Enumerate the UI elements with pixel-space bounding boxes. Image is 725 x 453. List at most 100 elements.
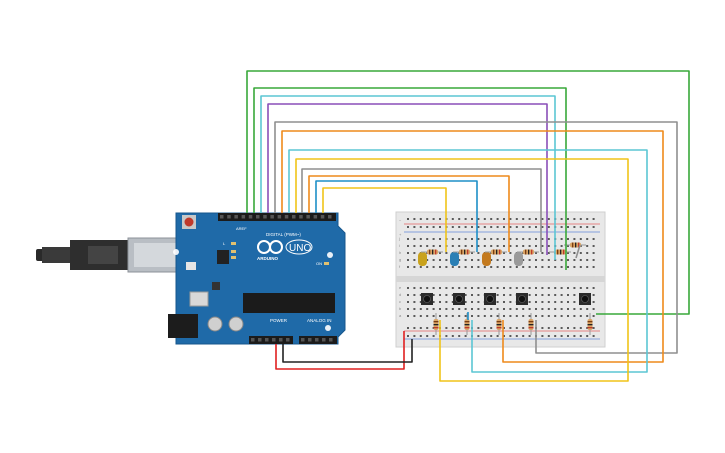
push-button[interactable] bbox=[421, 293, 433, 305]
led-l-label: L bbox=[223, 241, 226, 246]
breadboard-hole bbox=[458, 315, 461, 317]
breadboard-hole bbox=[477, 294, 480, 296]
breadboard-hole bbox=[560, 266, 563, 268]
breadboard-hole bbox=[560, 238, 563, 240]
header-pin bbox=[227, 215, 231, 219]
breadboard-hole bbox=[413, 315, 416, 317]
row-letter: i bbox=[399, 243, 400, 248]
breadboard-hole bbox=[451, 308, 454, 310]
breadboard-hole bbox=[586, 287, 589, 289]
breadboard-hole bbox=[496, 245, 499, 247]
resistor bbox=[485, 249, 507, 255]
breadboard-hole bbox=[541, 315, 544, 317]
breadboard-hole bbox=[439, 259, 441, 261]
push-button[interactable] bbox=[484, 293, 496, 305]
breadboard-hole bbox=[445, 259, 448, 261]
header-pin bbox=[234, 215, 238, 219]
breadboard-hole bbox=[567, 294, 569, 296]
arduino-uno-board: AREF DIGITAL (PWM~) UNO ARDUINO L TX RX … bbox=[168, 212, 346, 345]
breadboard-hole bbox=[522, 327, 525, 329]
breadboard-hole bbox=[496, 266, 499, 268]
wire-orange-outer bbox=[281, 130, 664, 363]
breadboard-hole bbox=[567, 308, 569, 310]
push-button[interactable] bbox=[516, 293, 528, 305]
breadboard-hole bbox=[432, 259, 435, 261]
header-pin bbox=[328, 215, 332, 219]
row-letter: e bbox=[399, 285, 402, 290]
breadboard-hole bbox=[535, 259, 537, 261]
breadboard-hole bbox=[413, 226, 416, 228]
breadboard-hole bbox=[515, 315, 518, 317]
breadboard-hole bbox=[419, 266, 422, 268]
breadboard-hole bbox=[528, 315, 531, 317]
breadboard-hole bbox=[503, 301, 505, 303]
row-letter: d bbox=[399, 292, 401, 297]
breadboard-hole bbox=[567, 335, 569, 337]
breadboard-hole bbox=[573, 238, 576, 240]
breadboard-hole bbox=[547, 252, 550, 254]
breadboard-hole bbox=[458, 335, 461, 337]
header-pin bbox=[322, 338, 326, 342]
breadboard-hole bbox=[496, 259, 499, 261]
breadboard-hole bbox=[445, 252, 448, 254]
breadboard-hole bbox=[573, 259, 576, 261]
breadboard-hole bbox=[464, 259, 467, 261]
breadboard-hole bbox=[477, 287, 480, 289]
breadboard-hole bbox=[439, 308, 441, 310]
breadboard-hole bbox=[432, 315, 435, 317]
breadboard-hole bbox=[522, 226, 525, 228]
breadboard-hole bbox=[567, 315, 569, 317]
breadboard-hole bbox=[573, 335, 576, 337]
breadboard-hole bbox=[471, 218, 473, 220]
breadboard-hole bbox=[547, 226, 550, 228]
header-pin bbox=[256, 215, 260, 219]
breadboard-hole bbox=[528, 218, 531, 220]
breadboard-hole bbox=[496, 315, 499, 317]
breadboard-hole bbox=[483, 327, 486, 329]
header-pin bbox=[272, 338, 276, 342]
breadboard-hole bbox=[535, 315, 537, 317]
breadboard-hole bbox=[464, 287, 467, 289]
push-button[interactable] bbox=[579, 293, 591, 305]
breadboard-hole bbox=[567, 252, 569, 254]
breadboard-hole bbox=[515, 218, 518, 220]
breadboard-hole bbox=[464, 308, 467, 310]
breadboard-hole bbox=[426, 245, 429, 247]
breadboard-hole bbox=[515, 226, 518, 228]
resistor bbox=[528, 313, 534, 335]
breadboard-hole bbox=[547, 315, 550, 317]
resistor bbox=[549, 249, 571, 255]
breadboard-hole bbox=[547, 245, 550, 247]
power-label: POWER bbox=[270, 318, 288, 323]
breadboard-hole bbox=[407, 335, 409, 337]
breadboard-hole bbox=[419, 335, 422, 337]
breadboard-hole bbox=[535, 287, 537, 289]
push-button[interactable] bbox=[453, 293, 465, 305]
analog-label: ANALOG IN bbox=[307, 318, 332, 323]
breadboard-hole bbox=[451, 245, 454, 247]
breadboard-hole bbox=[496, 294, 499, 296]
breadboard-hole bbox=[471, 238, 473, 240]
breadboard-hole bbox=[509, 266, 512, 268]
breadboard-hole bbox=[407, 266, 409, 268]
breadboard-hole bbox=[528, 226, 531, 228]
breadboard-hole bbox=[579, 226, 582, 228]
breadboard-hole bbox=[407, 252, 409, 254]
breadboard-hole bbox=[419, 287, 422, 289]
breadboard-hole bbox=[586, 335, 589, 337]
row-letter: g bbox=[399, 257, 401, 262]
breadboard-hole bbox=[413, 238, 416, 240]
arduino-logo-icon bbox=[257, 240, 283, 254]
breadboard-hole bbox=[471, 287, 473, 289]
breadboard-hole bbox=[535, 218, 537, 220]
breadboard-hole bbox=[458, 238, 461, 240]
breadboard-hole bbox=[477, 226, 480, 228]
wire-cyan-top bbox=[260, 95, 556, 260]
breadboard-hole bbox=[554, 287, 557, 289]
breadboard-hole bbox=[522, 218, 525, 220]
breadboard-hole bbox=[439, 294, 441, 296]
breadboard-hole bbox=[560, 287, 563, 289]
breadboard-hole bbox=[509, 301, 512, 303]
header-pin bbox=[251, 338, 255, 342]
breadboard-hole bbox=[535, 238, 537, 240]
